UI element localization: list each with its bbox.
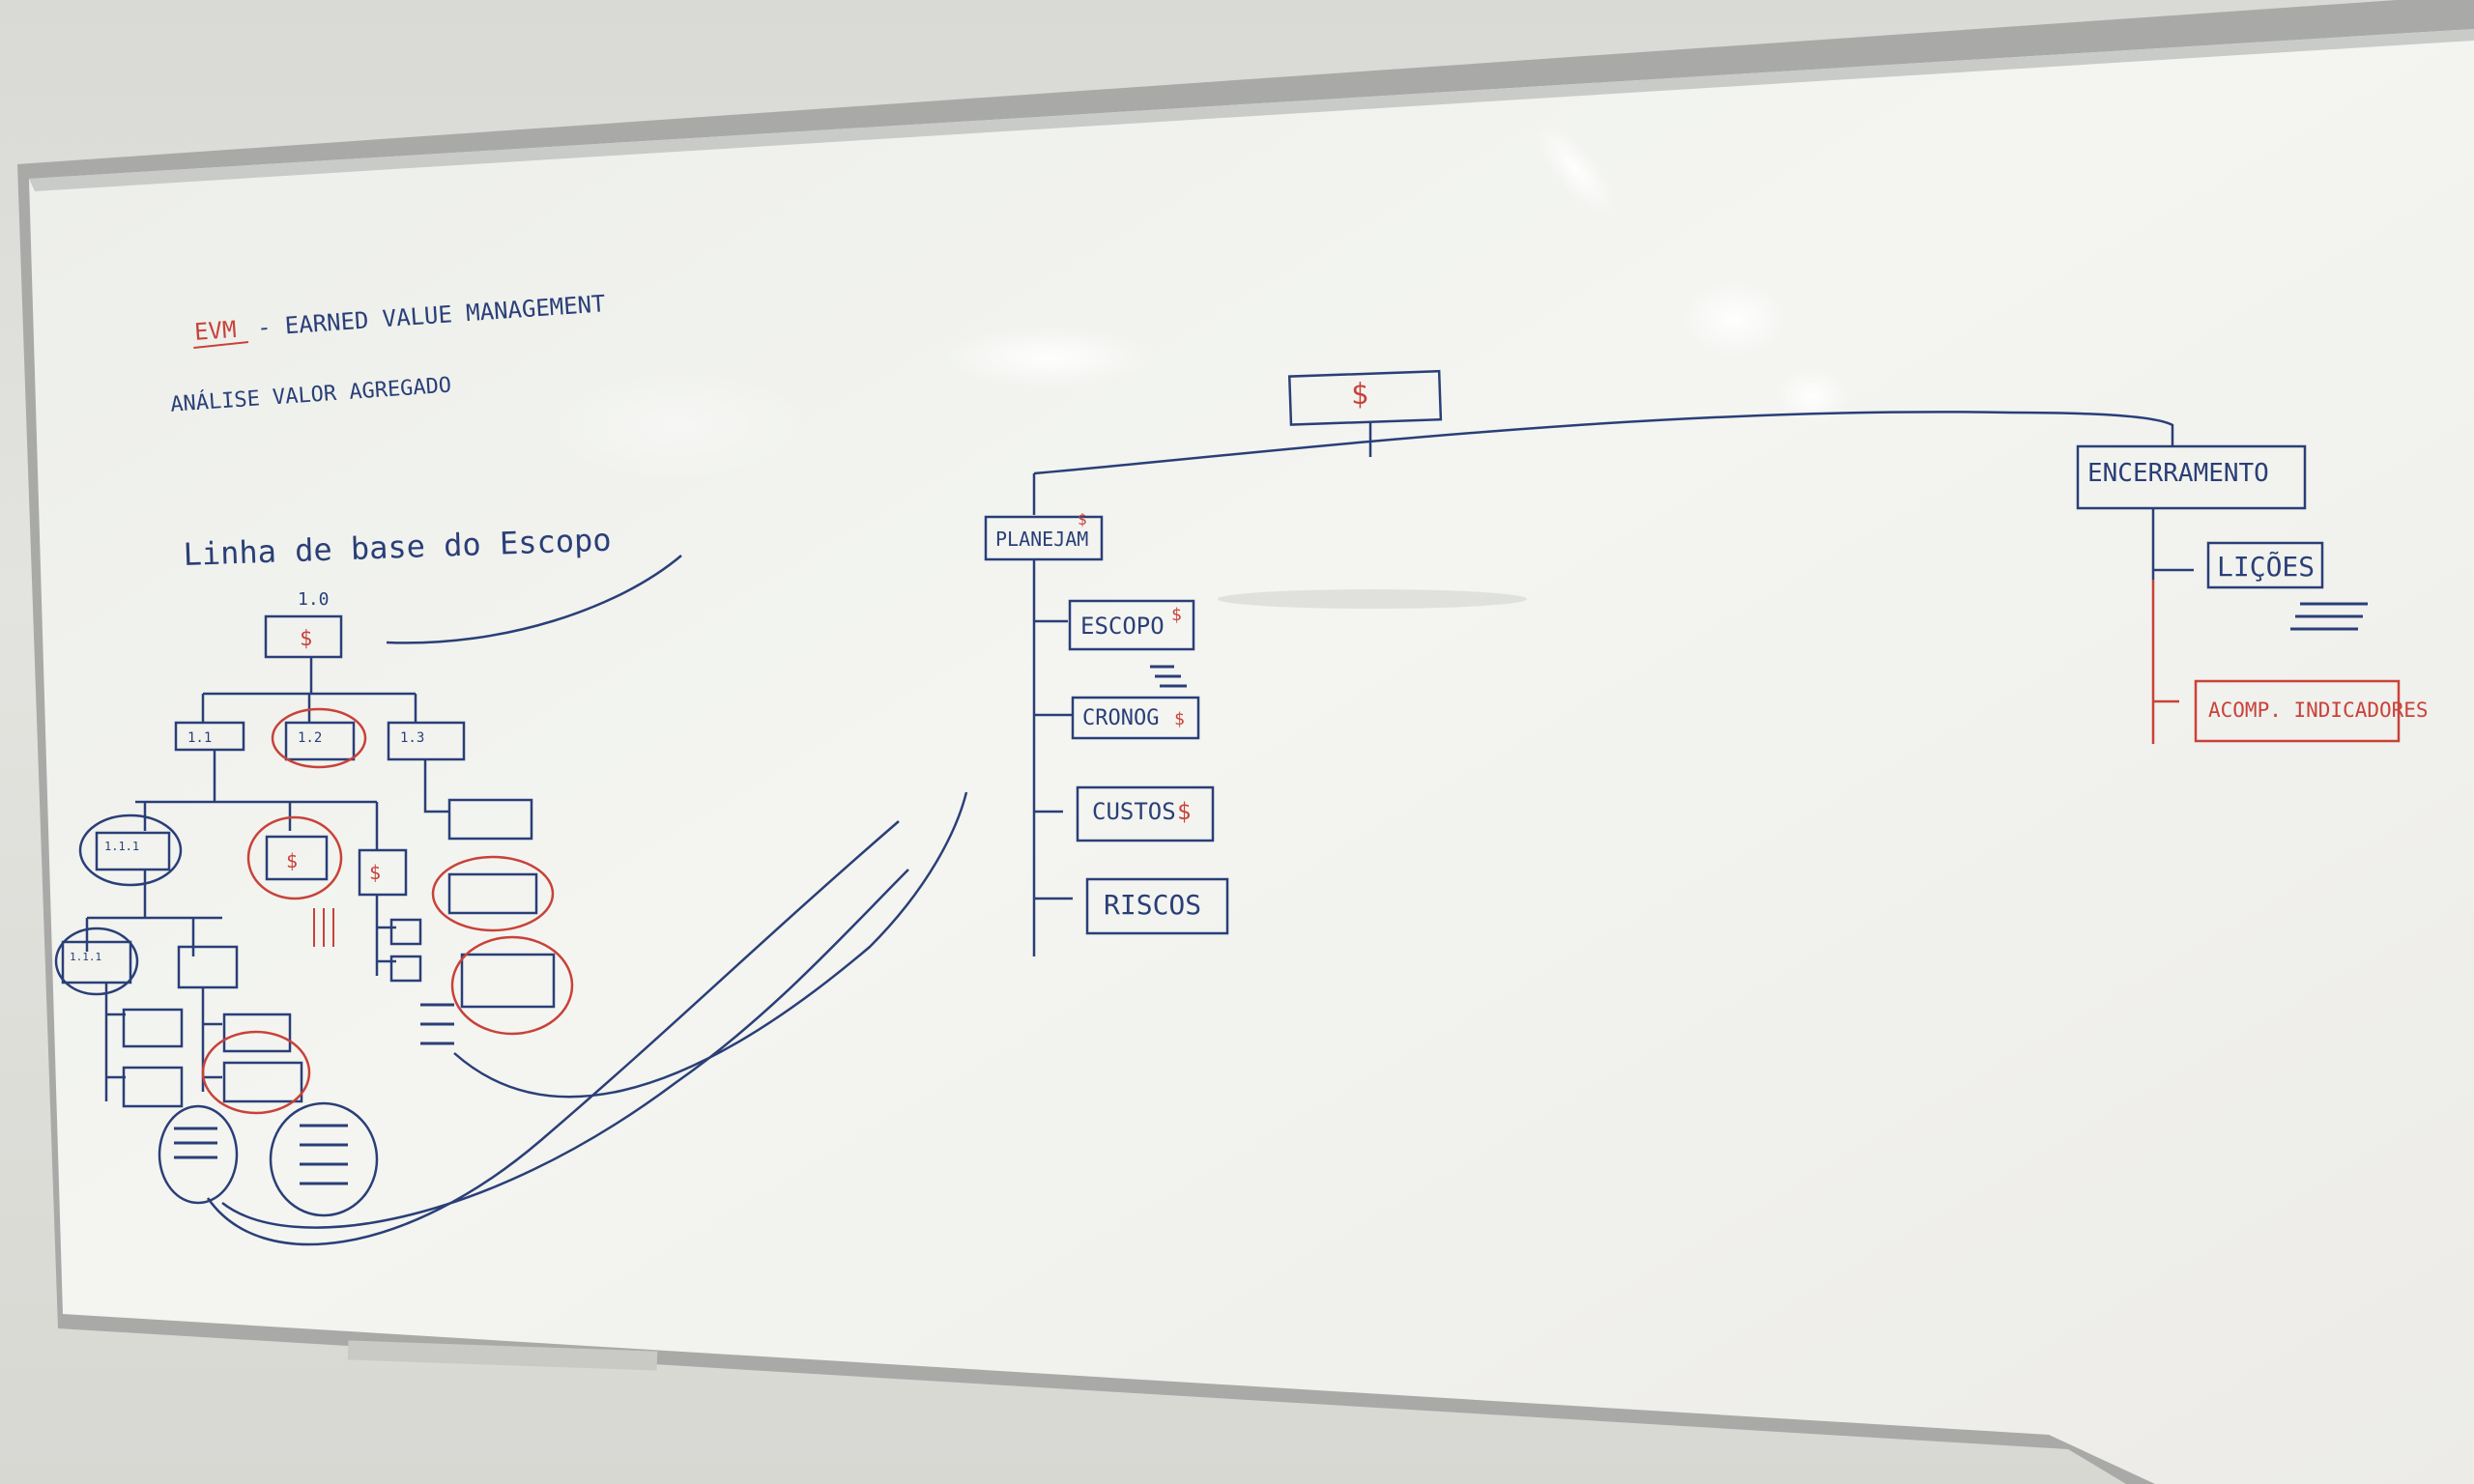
root-box bbox=[264, 614, 343, 659]
root-dollar: $ bbox=[300, 627, 312, 651]
box-1-3-label: 1.3 bbox=[400, 730, 424, 746]
acomp-label: ACOMP. INDICADORES bbox=[2208, 699, 2429, 722]
box-1-1-1-1 bbox=[61, 940, 132, 985]
evm-abbrev: EVM bbox=[193, 316, 237, 346]
box-1-1-label: 1.1 bbox=[187, 730, 212, 746]
escopo-box bbox=[1068, 599, 1195, 651]
custos-dollar: $ bbox=[1177, 798, 1191, 825]
cronog-box bbox=[1071, 696, 1200, 740]
light-reflections bbox=[541, 122, 1851, 483]
whiteboard bbox=[17, 0, 2474, 1484]
custos-label: CUSTOS bbox=[1092, 798, 1176, 825]
custos-box bbox=[1076, 785, 1215, 842]
planejam-box bbox=[984, 515, 1104, 561]
box-l3-c bbox=[358, 848, 408, 897]
riscos-box bbox=[1085, 877, 1229, 935]
root-id: 1.0 bbox=[298, 589, 330, 610]
eraser-smudge bbox=[1218, 589, 1527, 609]
acomp-box bbox=[2194, 679, 2401, 743]
box-1-1-1-label: 1.1.1 bbox=[104, 840, 139, 853]
cronog-dollar: $ bbox=[1174, 709, 1185, 729]
cronog-label: CRONOG bbox=[1082, 706, 1159, 730]
box-l3-b-dollar: $ bbox=[286, 849, 298, 872]
licoes-label: LIÇÕES bbox=[2217, 550, 2315, 583]
encerramento-box bbox=[2076, 444, 2307, 510]
escopo-dollar: $ bbox=[1171, 605, 1182, 625]
riscos-label: RISCOS bbox=[1104, 889, 1201, 921]
right-root-dollar: $ bbox=[1351, 378, 1368, 412]
box-1-2-label: 1.2 bbox=[298, 730, 322, 746]
planejam-dollar: $ bbox=[1078, 510, 1087, 528]
right-wbs-diagram: $ PLANEJAM $ ESCOPO $ CRONOG $ CUSTOS $ … bbox=[984, 369, 2429, 956]
box-1-2 bbox=[284, 721, 356, 761]
box-1-1-1-1-label: 1.1.1 bbox=[70, 951, 101, 963]
marker-tray bbox=[347, 1340, 658, 1371]
planejam-label: PLANEJAM bbox=[995, 528, 1088, 551]
encerramento-label: ENCERRAMENTO bbox=[2087, 459, 2269, 488]
right-root-box bbox=[1287, 369, 1443, 426]
box-1-1-1 bbox=[95, 831, 171, 871]
box-1-1 bbox=[174, 721, 245, 752]
escopo-label: ESCOPO bbox=[1080, 613, 1165, 640]
box-l3-c-dollar: $ bbox=[369, 861, 381, 884]
licoes-box bbox=[2206, 541, 2324, 589]
box-l3-b bbox=[265, 835, 329, 881]
